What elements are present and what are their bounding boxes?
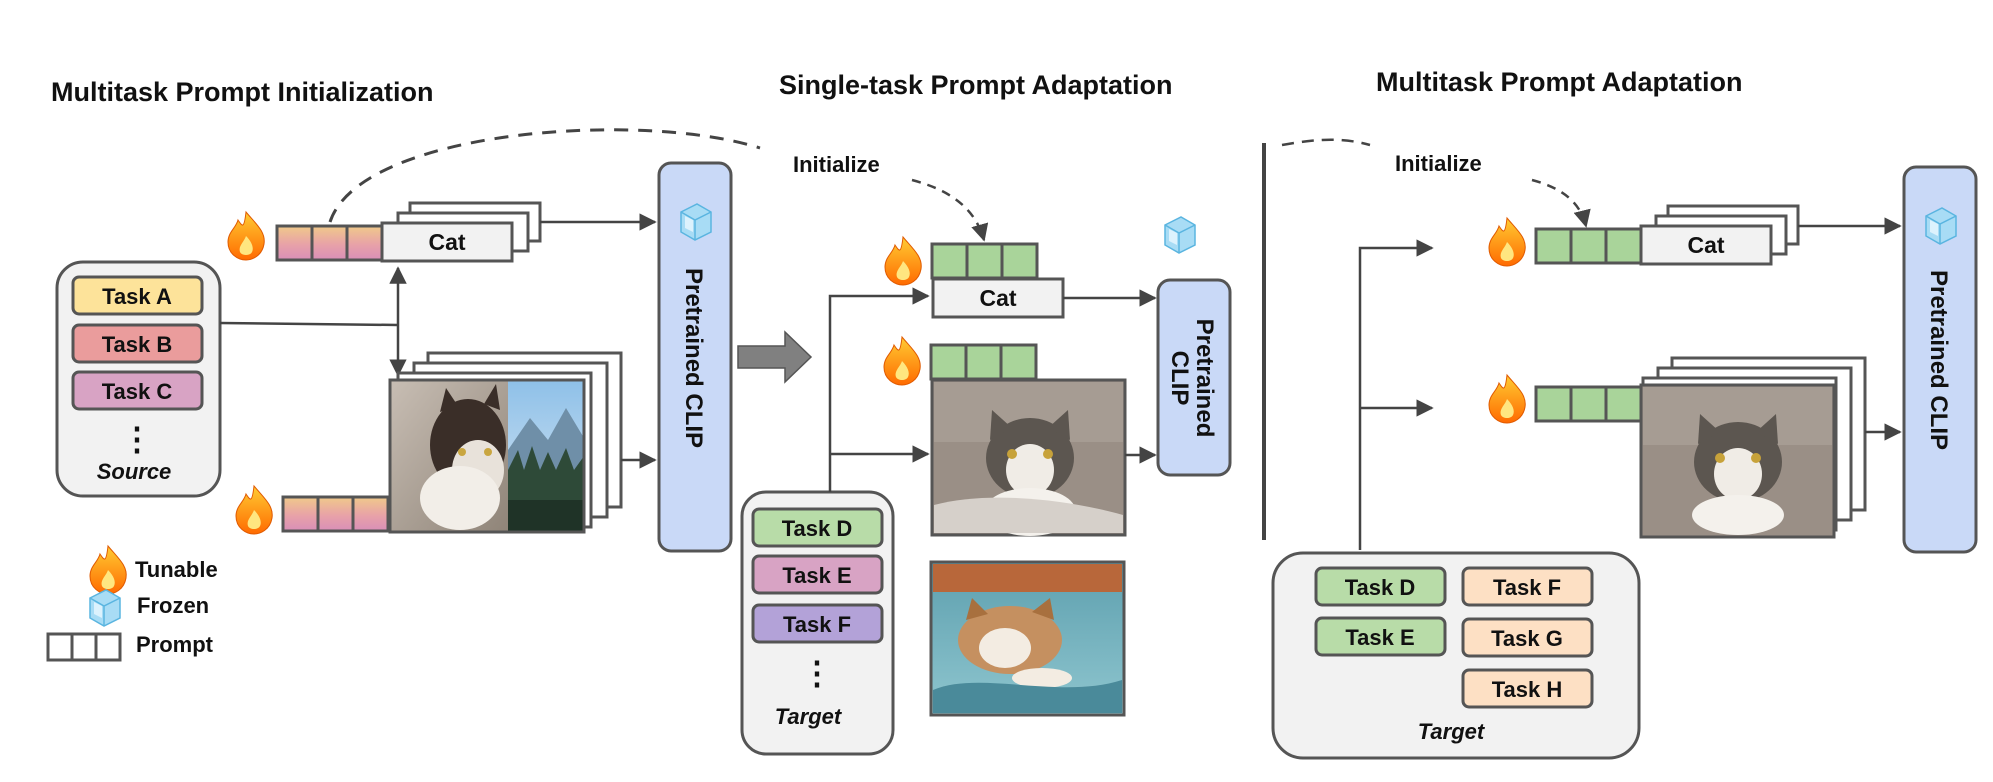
source-cat-stack: Cat (380, 201, 542, 263)
source-connector (219, 321, 399, 327)
single-text-connector (828, 287, 930, 492)
single-task-e-label: Task E (782, 563, 851, 588)
source-ellipsis: ⋮ (121, 421, 153, 457)
flame-icon (883, 336, 921, 386)
single-section-title: Single-task Prompt Adaptation (779, 70, 1173, 100)
source-task-a-label: Task A (102, 284, 172, 309)
ice-cube-icon (1925, 207, 1957, 245)
multi-task-h: Task H (1461, 668, 1594, 709)
single-kitten-image (930, 378, 1127, 537)
multi-section-title: Multitask Prompt Adaptation (1376, 67, 1743, 97)
single-image-prompt (929, 343, 1038, 381)
multi-image-stack (1639, 356, 1867, 539)
single-task-f: Task F (751, 603, 884, 644)
single-sleeping-cat-image (929, 560, 1126, 717)
legend-prompt-swatch (46, 632, 122, 662)
legend-frozen: Frozen (137, 593, 209, 618)
source-task-b-label: Task B (102, 332, 173, 357)
single-cat-label: Cat (979, 285, 1016, 311)
source-task-a: Task A (71, 275, 204, 316)
single-clip-label-1: Pretrained (1191, 319, 1218, 438)
legend-prompt: Prompt (136, 632, 214, 657)
source-task-c-label: Task C (102, 379, 173, 404)
multi-task-f: Task F (1461, 566, 1594, 607)
multi-task-f-label: Task F (1493, 575, 1561, 600)
multi-initialize-label: Initialize (1395, 151, 1482, 176)
flame-icon (89, 545, 127, 595)
flame-icon (884, 236, 922, 286)
source-text-prompt (275, 224, 384, 262)
multi-cat-stack: Cat (1639, 204, 1800, 266)
init-section-title: Multitask Prompt Initialization (51, 77, 434, 107)
flame-icon (1488, 217, 1526, 267)
multi-cat-label: Cat (1687, 232, 1724, 258)
multi-target-label: Target (1418, 719, 1486, 744)
ice-cube-icon (1164, 216, 1196, 254)
single-task-d: Task D (751, 507, 884, 548)
ice-cube-icon (680, 203, 712, 241)
single-target-ellipsis: ⋮ (801, 655, 833, 691)
single-task-e: Task E (751, 554, 884, 595)
ice-cube-icon (89, 589, 121, 627)
source-mountain-image (508, 380, 584, 532)
source-label: Source (97, 459, 172, 484)
multi-image-prompt (1534, 385, 1643, 423)
source-cat-image (390, 380, 508, 532)
single-task-f-label: Task F (783, 612, 851, 637)
source-task-c: Task C (71, 370, 204, 411)
source-task-b: Task B (71, 323, 204, 364)
multi-kitten-image (1639, 383, 1836, 539)
multi-dashed-curve (1281, 138, 1371, 147)
flame-icon (1488, 374, 1526, 424)
source-cat-label: Cat (428, 229, 465, 255)
multi-task-e: Task E (1314, 616, 1447, 657)
multi-clip-label: Pretrained CLIP (1925, 270, 1952, 450)
flame-icon (227, 211, 265, 261)
multi-task-e-label: Task E (1345, 625, 1414, 650)
multi-text-connector (1358, 239, 1434, 550)
source-image-stack (388, 351, 623, 534)
single-task-d-label: Task D (782, 516, 853, 541)
single-initialize-label: Initialize (793, 152, 880, 177)
single-pretrained-clip: Pretrained CLIP (1156, 278, 1232, 477)
multi-initialize-arrow (1531, 178, 1591, 228)
multi-pretrained-clip: Pretrained CLIP (1902, 165, 1978, 554)
flame-icon (235, 485, 273, 535)
multi-task-g-label: Task G (1491, 626, 1563, 651)
source-pretrained-clip: Pretrained CLIP (657, 161, 733, 553)
source-image-prompt (281, 495, 390, 533)
source-clip-label: Pretrained CLIP (680, 268, 707, 448)
single-cat-box: Cat (931, 277, 1065, 319)
multi-text-prompt (1534, 227, 1643, 265)
single-target-label: Target (775, 704, 843, 729)
transition-arrow (737, 330, 813, 384)
legend-tunable: Tunable (135, 557, 218, 582)
multi-task-g: Task G (1461, 617, 1594, 658)
single-text-prompt (930, 242, 1039, 280)
multi-task-d-label: Task D (1345, 575, 1416, 600)
multi-task-h-label: Task H (1492, 677, 1563, 702)
single-initialize-arrow (911, 178, 989, 242)
single-clip-label-2: CLIP (1166, 351, 1193, 406)
multi-task-d: Task D (1314, 566, 1447, 607)
